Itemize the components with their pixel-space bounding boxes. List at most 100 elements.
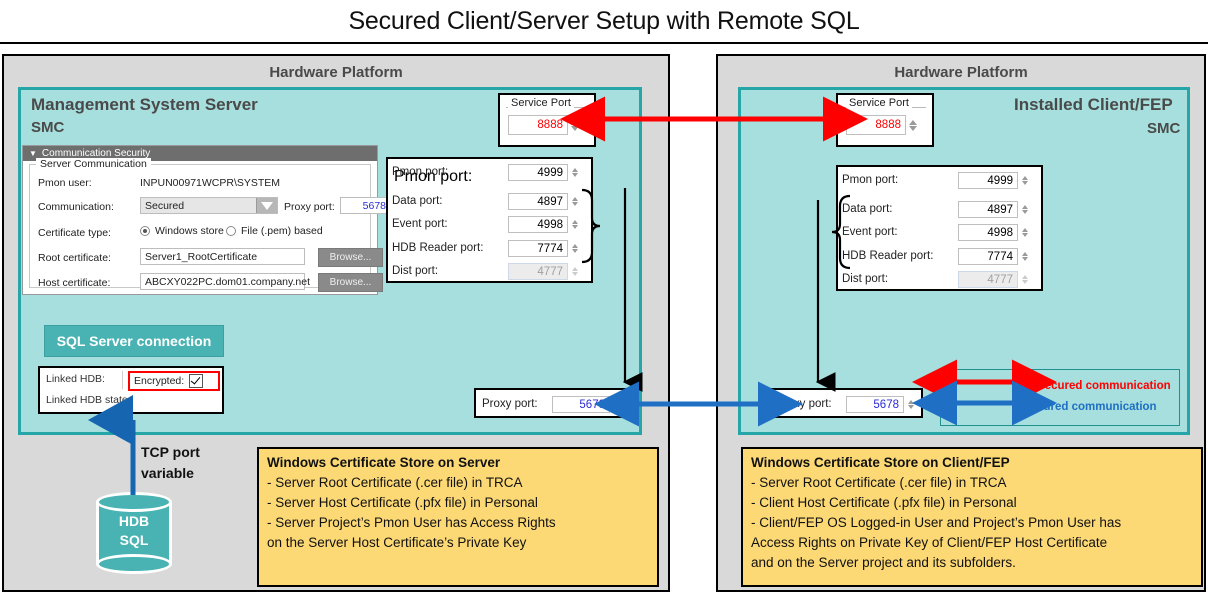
right-platform-label: Hardware Platform: [894, 64, 1028, 81]
root-certificate-input[interactable]: Server1_RootCertificate: [140, 248, 305, 265]
right-port-input-pmon[interactable]: 4999: [958, 172, 1018, 189]
left-port-stepper-dist: [569, 263, 580, 280]
title-divider: [0, 42, 1208, 44]
legend-secured-label: Secured communication: [1023, 401, 1157, 413]
left-platform-label: Hardware Platform: [269, 64, 403, 81]
right-port-input-data[interactable]: 4897: [958, 201, 1018, 218]
sql-connection-panel: Linked HDB: Linked HDB state: Encrypted:: [38, 366, 224, 414]
left-port-stepper-pmon[interactable]: [569, 164, 580, 181]
caret-down-icon: [1021, 280, 1028, 284]
left-note-line-1: - Server Host Certificate (.pfx file) in…: [267, 495, 538, 510]
proxy-port-label: Proxy port:: [284, 201, 335, 213]
caret-down-icon: [1021, 210, 1028, 214]
caret-up-icon: [571, 244, 578, 248]
left-panel-title: Management System Server: [31, 95, 258, 114]
left-port-label-pmon: Pmon port:: [392, 166, 449, 178]
left-port-stepper-hdb-reader[interactable]: [569, 240, 580, 257]
right-port-input-hdb-reader[interactable]: 7774: [958, 248, 1018, 265]
host-certificate-label: Host certificate:: [38, 277, 111, 289]
left-port-label-hdb-reader: HDB Reader port:: [392, 242, 484, 254]
right-port-stepper-hdb-reader[interactable]: [1019, 248, 1030, 265]
right-port-label-hdb-reader: HDB Reader port:: [842, 250, 934, 262]
communication-value: Secured: [145, 199, 185, 212]
linked-hdb-state-label: Linked HDB state:: [46, 394, 131, 406]
caret-up-icon: [1021, 228, 1028, 232]
right-proxy-port-stepper[interactable]: [905, 396, 916, 413]
left-proxy-port-input[interactable]: 5678: [552, 396, 610, 413]
root-certificate-label: Root certificate:: [38, 252, 111, 264]
right-note-line-3: Access Rights on Private Key of Client/F…: [751, 535, 1108, 550]
radio-windows-store[interactable]: [140, 226, 150, 236]
left-proxy-port-stepper[interactable]: [611, 396, 622, 413]
left-port-input-dist: 4777: [508, 263, 568, 280]
encrypted-label: Encrypted:: [134, 375, 185, 387]
right-certificate-note: Windows Certificate Store on Client/FEP …: [741, 447, 1203, 587]
caret-down-icon: [570, 125, 579, 131]
right-note-line-0: - Server Root Certificate (.cer file) in…: [751, 475, 1007, 490]
right-port-label-data: Data port:: [842, 203, 893, 215]
right-port-stepper-data[interactable]: [1019, 201, 1030, 218]
caret-down-icon: [1021, 233, 1028, 237]
left-proxy-port-label: Proxy port:: [482, 398, 538, 410]
left-port-input-hdb-reader[interactable]: 7774: [508, 240, 568, 257]
cylinder-top: [96, 492, 172, 512]
left-port-input-data[interactable]: 4897: [508, 193, 568, 210]
right-proxy-port-input[interactable]: 5678: [846, 396, 904, 413]
left-port-input-pmon[interactable]: 4999: [508, 164, 568, 181]
caret-up-icon: [571, 267, 578, 271]
host-certificate-browse-button[interactable]: Browse...: [318, 273, 383, 292]
encrypted-checkbox[interactable]: [189, 374, 204, 388]
left-port-stepper-data[interactable]: [569, 193, 580, 210]
server-communication-legend: Server Communication: [36, 158, 151, 170]
root-certificate-browse-button[interactable]: Browse...: [318, 248, 383, 267]
left-panel-subtitle: SMC: [31, 119, 65, 136]
right-panel-subtitle: SMC: [1147, 120, 1181, 137]
triangle-down-icon: ▼: [29, 149, 37, 158]
caret-down-icon: [571, 202, 578, 206]
right-port-input-event[interactable]: 4998: [958, 224, 1018, 241]
right-service-port-group: Service Port 8888: [836, 93, 934, 147]
left-note-line-3: on the Server Host Certificate’s Private…: [267, 535, 527, 550]
caret-up-icon: [1021, 205, 1028, 209]
right-port-stepper-pmon[interactable]: [1019, 172, 1030, 189]
caret-up-icon: [570, 119, 579, 125]
sql-server-connection-button[interactable]: SQL Server connection: [44, 325, 224, 357]
caret-down-icon: [907, 405, 914, 409]
cylinder-bottom: [96, 554, 172, 574]
right-note-line-1: - Client Host Certificate (.pfx file) in…: [751, 495, 1017, 510]
right-service-port-input[interactable]: 8888: [846, 115, 906, 135]
left-service-port-stepper[interactable]: [569, 115, 580, 135]
database-label-line1: HDB: [118, 513, 150, 529]
legend-unsecured-label: Unsecured communication: [1023, 380, 1171, 392]
tcp-port-note: TCP port variable: [141, 442, 200, 484]
communication-security-title: Communication Security: [41, 148, 151, 159]
proxy-port-input[interactable]: 5678: [340, 197, 390, 214]
right-proxy-port-label: Proxy port:: [776, 398, 832, 410]
radio-file-pem[interactable]: [226, 226, 236, 236]
caret-up-icon: [908, 119, 917, 125]
caret-up-icon: [1021, 275, 1028, 279]
right-note-line-4: and on the Server project and its subfol…: [751, 555, 1016, 570]
chevron-down-icon[interactable]: [256, 198, 277, 213]
right-port-stepper-event[interactable]: [1019, 224, 1030, 241]
left-note-line-2: - Server Project’s Pmon User has Access …: [267, 515, 556, 530]
left-service-port-input[interactable]: 8888: [508, 115, 568, 135]
left-port-stepper-event[interactable]: [569, 216, 580, 233]
certificate-type-label: Certificate type:: [38, 227, 111, 239]
pmon-user-value: INPUN00971WCPR\SYSTEM: [140, 177, 281, 189]
page-title: Secured Client/Server Setup with Remote …: [0, 0, 1208, 42]
right-port-input-dist: 4777: [958, 271, 1018, 288]
left-port-input-event[interactable]: 4998: [508, 216, 568, 233]
left-note-heading: Windows Certificate Store on Server: [267, 455, 501, 470]
left-port-row-0-label: Pmon port:: [394, 168, 473, 185]
right-service-port-stepper[interactable]: [907, 115, 918, 135]
caret-down-icon: [571, 249, 578, 253]
caret-down-icon: [613, 405, 620, 409]
communication-dropdown[interactable]: Secured: [140, 197, 278, 214]
radio-file-pem-label: File (.pem) based: [241, 225, 323, 237]
right-note-line-2: - Client/FEP OS Logged-in User and Proje…: [751, 515, 1122, 530]
left-note-line-0: - Server Root Certificate (.cer file) in…: [267, 475, 523, 490]
host-certificate-input[interactable]: ABCXY022PC.dom01.company.net: [140, 273, 310, 290]
left-port-label-data: Data port:: [392, 195, 443, 207]
communication-security-header[interactable]: ▼ Communication Security: [23, 146, 377, 161]
